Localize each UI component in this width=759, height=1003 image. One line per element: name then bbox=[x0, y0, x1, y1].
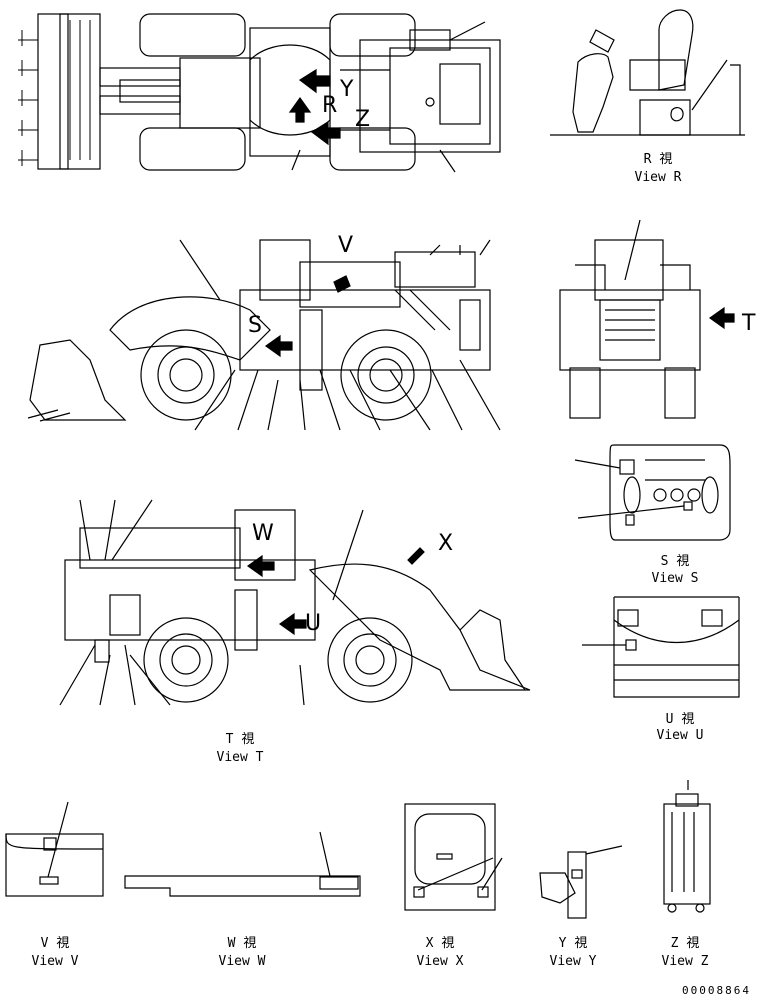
marker-R: R bbox=[322, 93, 337, 118]
view-x-label-jp: X 視 bbox=[425, 936, 455, 951]
marker-W: W bbox=[252, 521, 274, 546]
view-r-label-jp: R 視 bbox=[643, 152, 673, 167]
view-u-label-jp: U 視 bbox=[665, 712, 695, 727]
view-x bbox=[404, 803, 503, 911]
marker-T: T bbox=[741, 311, 756, 336]
view-t-label-jp: T 視 bbox=[225, 732, 255, 747]
view-z-label-jp: Z 視 bbox=[670, 936, 700, 951]
side-view-left bbox=[27, 239, 501, 431]
view-w bbox=[124, 831, 361, 897]
view-z-label-en: View Z bbox=[661, 954, 709, 969]
view-v bbox=[5, 801, 104, 897]
view-v-label-en: View V bbox=[31, 954, 79, 969]
view-v-label-jp: V 視 bbox=[40, 936, 70, 951]
top-view-loader bbox=[18, 13, 501, 173]
view-x-label-en: View X bbox=[416, 954, 464, 969]
marker-Z: Z bbox=[355, 107, 370, 132]
view-y-label-en: View Y bbox=[549, 954, 597, 969]
marker-Y: Y bbox=[339, 77, 354, 102]
document-number: 00008864 bbox=[682, 984, 751, 997]
view-s bbox=[574, 444, 731, 541]
view-u bbox=[582, 596, 740, 698]
view-y bbox=[539, 845, 623, 919]
view-r-label-en: View R bbox=[634, 170, 682, 185]
view-z bbox=[663, 780, 711, 913]
view-w-label-en: View W bbox=[218, 954, 266, 969]
view-s-label-en: View S bbox=[651, 571, 699, 586]
view-s-label-jp: S 視 bbox=[660, 554, 690, 569]
marker-V: V bbox=[338, 233, 353, 258]
view-u-label-en: View U bbox=[656, 728, 704, 743]
marker-X: X bbox=[438, 531, 453, 556]
view-r-seat bbox=[550, 9, 745, 136]
view-t-label-en: View T bbox=[216, 750, 264, 765]
view-y-label-jp: Y 視 bbox=[558, 936, 588, 951]
view-w-label-jp: W 視 bbox=[227, 936, 257, 951]
marker-S: S bbox=[248, 313, 262, 338]
rear-view bbox=[559, 219, 735, 419]
view-t-side bbox=[59, 499, 531, 706]
marker-U: U bbox=[305, 611, 321, 636]
